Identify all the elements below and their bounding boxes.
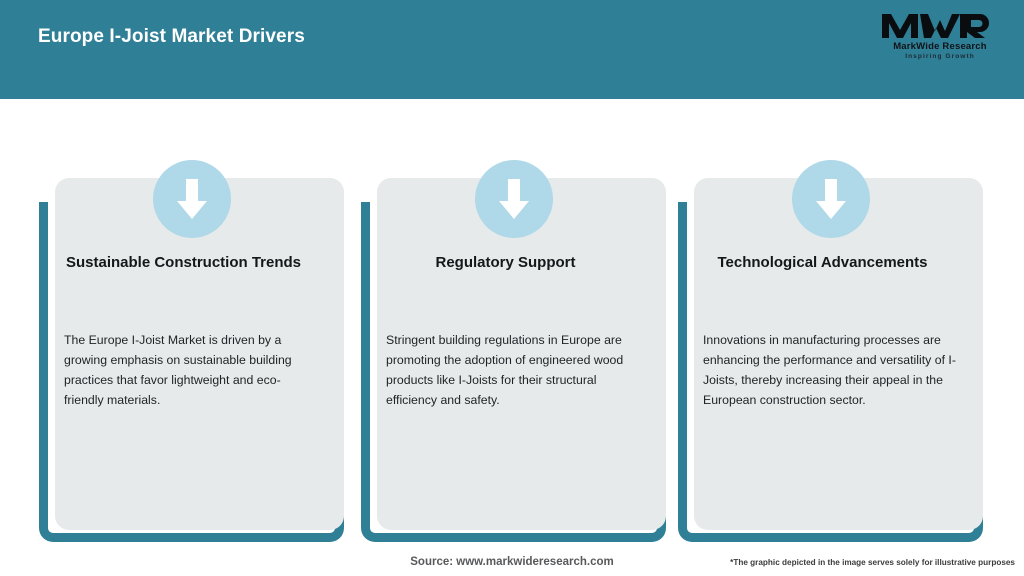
card-body-text: The Europe I-Joist Market is driven by a… [64, 333, 292, 407]
card-body-text: Stringent building regulations in Europe… [386, 333, 624, 407]
down-arrow-icon [474, 160, 553, 238]
mwr-logo-icon [882, 14, 989, 38]
driver-card-3: Technological Advancements Innovations i… [678, 160, 983, 545]
card-body-text: Innovations in manufacturing processes a… [703, 333, 956, 407]
card-title: Technological Advancements [717, 254, 928, 271]
source-label: Source: www.markwideresearch.com [410, 556, 614, 568]
page-title: Europe I-Joist Market Drivers [38, 26, 305, 47]
card-title: Regulatory Support [435, 254, 576, 271]
logo-tagline: Inspiring Growth [905, 53, 975, 60]
card-title: Sustainable Construction Trends [65, 254, 302, 271]
brand-logo: MarkWide Research Inspiring Growth [878, 10, 1002, 68]
logo-company-name: MarkWide Research [893, 41, 987, 52]
down-arrow-icon [152, 160, 231, 238]
down-arrow-glyph [176, 179, 207, 219]
header-bar: Europe I-Joist Market Drivers MarkWide R… [0, 0, 1024, 99]
down-arrow-glyph [498, 179, 529, 219]
down-arrow-glyph [815, 179, 846, 219]
driver-card-2: Regulatory Support Stringent building re… [361, 160, 666, 545]
down-arrow-icon [791, 160, 870, 238]
disclaimer-label: *The graphic depicted in the image serve… [730, 558, 1015, 567]
driver-card-1: Sustainable Construction Trends The Euro… [39, 160, 344, 545]
